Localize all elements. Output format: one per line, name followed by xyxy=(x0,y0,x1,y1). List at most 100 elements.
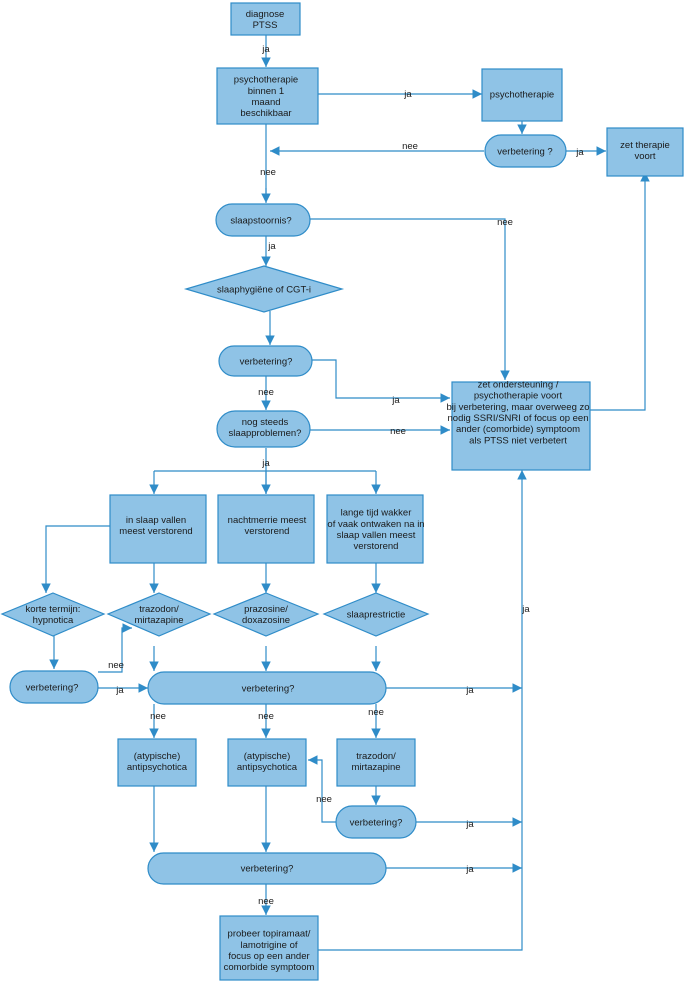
node-label: verbetering ? xyxy=(497,146,552,157)
node-trazodon-mirtazapine-2: trazodon/mirtazapine xyxy=(336,738,416,787)
node-label-line: probeer topiramaat/ xyxy=(228,929,311,940)
edge-verbtraz-nee xyxy=(308,755,336,823)
edge-label: ja xyxy=(261,44,270,55)
node-label-line: slaapstoornis? xyxy=(230,215,291,226)
node-verbetering-main: verbetering? xyxy=(147,671,387,705)
node-label-line: nachtmerrie meest xyxy=(228,515,307,526)
node-label-line: verbetering? xyxy=(241,863,294,874)
edge-verbcgt-ja xyxy=(312,359,450,403)
node-label-line: doxazosine xyxy=(242,615,290,626)
edge-label: nee xyxy=(402,141,418,152)
node-label-line: slaap vallen meest xyxy=(337,530,416,541)
edge-label: nee xyxy=(368,707,384,718)
node-label-line: korte termijn: xyxy=(26,604,81,615)
edge-inslaap-to-hypnotica xyxy=(41,525,110,593)
node-label: trazodon/mirtazapine xyxy=(351,751,400,773)
edge-label: nee xyxy=(258,387,274,398)
node-label-line: mirtazapine xyxy=(134,615,183,626)
edge-label: ja xyxy=(465,819,474,830)
edge-label: nee xyxy=(258,711,274,722)
node-label-line: zet ondersteuning / xyxy=(478,379,559,390)
node-label-line: focus op een ander xyxy=(228,951,309,962)
node-label-line: binnen 1 xyxy=(248,86,284,97)
edge-label: ja xyxy=(465,685,474,696)
node-verbetering-psychotherapie: verbetering ? xyxy=(484,134,567,168)
node-verbetering-cgt: verbetering? xyxy=(218,345,313,377)
edge-label: ja xyxy=(403,89,412,100)
edge-verbhyp-nee xyxy=(98,623,132,673)
node-label-line: verbetering? xyxy=(242,683,295,694)
node-label-line: lange tijd wakker xyxy=(341,508,412,519)
node-label: verbetering? xyxy=(241,863,294,874)
node-slaapstoornis: slaapstoornis? xyxy=(215,203,311,237)
node-korte-termijn-hypnotica: korte termijn:hypnotica xyxy=(0,592,106,637)
node-atypische-antipsychotica-2: (atypische)antipsychotica xyxy=(227,738,307,787)
node-label-line: bij verbetering, maar overweeg zo xyxy=(446,402,589,413)
node-label-line: (atypische) xyxy=(244,751,290,762)
node-label: prazosine/doxazosine xyxy=(242,604,290,626)
edge-label: nee xyxy=(390,426,406,437)
node-label-line: slaapproblemen? xyxy=(229,428,302,439)
node-label: verbetering? xyxy=(26,682,79,693)
node-label-line: prazosine/ xyxy=(244,604,288,615)
node-label: psychotherapie xyxy=(490,89,554,100)
edge-label: ja xyxy=(465,864,474,875)
node-label-line: comorbide symptoom xyxy=(224,962,315,973)
edge-label: ja xyxy=(391,395,400,406)
edge-label: ja xyxy=(521,604,530,615)
node-label-line: maand xyxy=(251,97,280,108)
edge-label: ja xyxy=(267,241,276,252)
node-label: verbetering? xyxy=(240,356,293,367)
node-label-line: psychotherapie voort xyxy=(474,391,563,402)
node-label-line: nog steeds xyxy=(242,417,289,428)
node-label-line: PTSS xyxy=(253,20,278,31)
edge-label: ja xyxy=(575,147,584,158)
node-trazodon-mirtazapine-1: trazodon/mirtazapine xyxy=(106,592,212,637)
edge-labels: ja ja ja nee nee nee ja ja nee nee ja ne… xyxy=(108,44,584,907)
node-label: korte termijn:hypnotica xyxy=(26,604,81,626)
edge-topiramaat-ja xyxy=(318,470,527,951)
node-label-line: (atypische) xyxy=(134,751,180,762)
node-label-line: nodig SSRI/SNRI of focus op een xyxy=(448,413,589,424)
node-label-line: antipsychotica xyxy=(237,762,298,773)
node-label-line: verstorend xyxy=(245,526,290,537)
node-slaaprestrictie: slaaprestrictie xyxy=(322,592,430,637)
node-label: slaapstoornis? xyxy=(230,215,291,226)
node-label-line: of vaak ontwaken na in xyxy=(327,519,424,530)
node-label: slaaphygiëne of CGT-i xyxy=(217,284,311,295)
node-verbetering-bottom: verbetering? xyxy=(147,852,387,885)
node-label-line: antipsychotica xyxy=(127,762,188,773)
node-label-line: slaaphygiëne of CGT-i xyxy=(217,284,311,295)
node-verbetering-trazodon: verbetering? xyxy=(335,805,417,839)
node-label: verbetering? xyxy=(242,683,295,694)
node-label-line: slaaprestrictie xyxy=(347,609,406,620)
node-label-line: beschikbaar xyxy=(240,108,291,119)
node-label-line: hypnotica xyxy=(33,615,74,626)
node-label-line: verbetering ? xyxy=(497,146,552,157)
node-label: trazodon/mirtazapine xyxy=(134,604,183,626)
node-label-line: verbetering? xyxy=(350,817,403,828)
edge-label: nee xyxy=(260,167,276,178)
node-label-line: psychotherapie xyxy=(490,89,554,100)
node-label-line: zet therapie xyxy=(620,140,670,151)
node-atypische-antipsychotica-1: (atypische)antipsychotica xyxy=(117,738,197,787)
node-label-line: mirtazapine xyxy=(351,762,400,773)
node-label-line: als PTSS niet verbetert xyxy=(469,435,567,446)
node-label-line: ander (comorbide) symptoom xyxy=(456,424,580,435)
node-label-line: in slaap vallen xyxy=(126,515,186,526)
